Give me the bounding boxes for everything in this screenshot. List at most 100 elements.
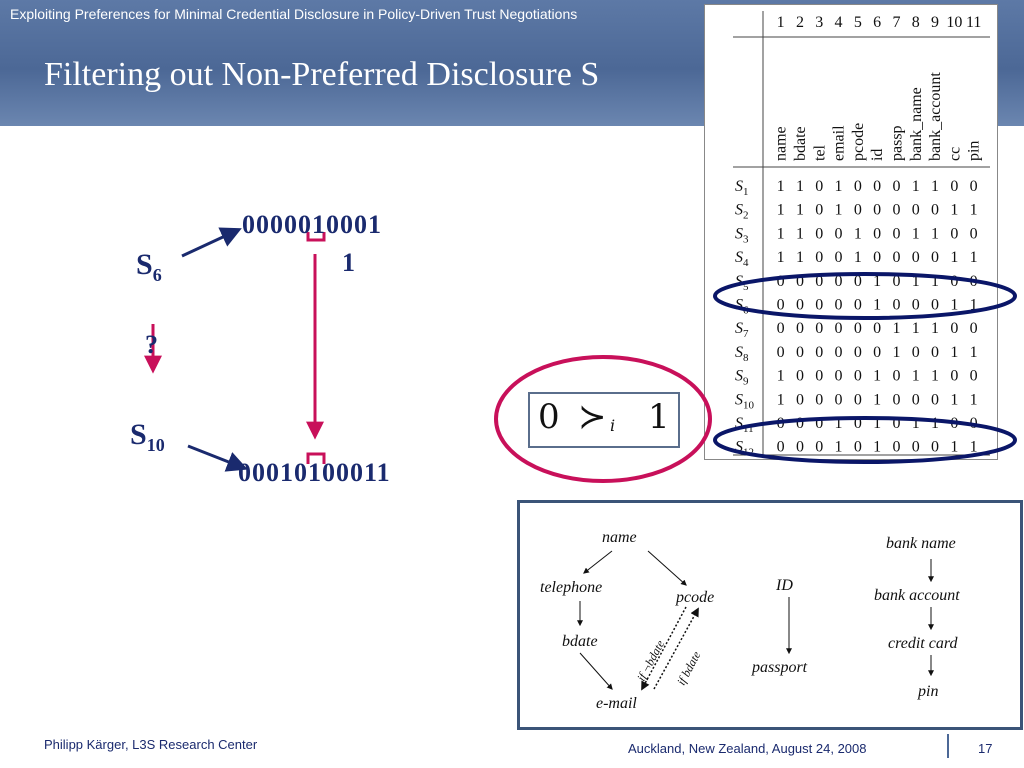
matrix-cell: 1 — [873, 368, 881, 385]
matrix-cell: 0 — [892, 297, 900, 314]
matrix-cell: 1 — [777, 202, 785, 219]
matrix-cell: 0 — [835, 225, 843, 242]
s6-bitstring: 0000010001 — [242, 210, 382, 239]
matrix-cell: 0 — [815, 225, 823, 242]
matrix-cell: 1 — [950, 391, 958, 408]
matrix-cell: 0 — [950, 368, 958, 385]
matrix-cell: 1 — [873, 297, 881, 314]
matrix-col-index: 6 — [873, 14, 881, 31]
matrix-row-label: S7 — [735, 320, 749, 340]
matrix-cell: 1 — [912, 415, 920, 432]
matrix-cell: 0 — [970, 368, 978, 385]
matrix-row-label: S11 — [735, 415, 754, 435]
matrix-cell: 1 — [950, 249, 958, 266]
matrix-col-index: 9 — [931, 14, 939, 31]
preference-relation-box: 0 ≻ i 1 — [528, 392, 680, 448]
matrix-cell: 0 — [815, 415, 823, 432]
node-pcode: pcode — [676, 589, 715, 606]
footer-venue: Auckland, New Zealand, August 24, 2008 — [628, 741, 867, 756]
matrix-cell: 0 — [835, 249, 843, 266]
matrix-cell: 1 — [777, 178, 785, 195]
matrix-cell: 0 — [892, 368, 900, 385]
matrix-cell: 0 — [892, 249, 900, 266]
matrix-cell: 0 — [950, 225, 958, 242]
matrix-cell: 1 — [931, 225, 939, 242]
matrix-cell: 0 — [815, 320, 823, 337]
matrix-col-index: 3 — [815, 14, 823, 31]
matrix-row-label: S1 — [735, 178, 749, 198]
matrix-cell: 1 — [970, 297, 978, 314]
matrix-cell: 0 — [835, 344, 843, 361]
bit-bracket-top — [306, 232, 326, 242]
matrix-col-name: bank_name — [908, 87, 925, 161]
matrix-col-name: bank_account — [927, 72, 944, 161]
edge-email-pcode-dotted — [653, 607, 699, 690]
matrix-col-index: 11 — [966, 14, 981, 31]
matrix-row-label: S2 — [735, 202, 749, 222]
matrix-cell: 0 — [796, 297, 804, 314]
edge-name-pcode — [647, 550, 687, 586]
matrix-cell: 0 — [835, 391, 843, 408]
matrix-cell: 1 — [931, 273, 939, 290]
s10-bitstring: 00010100011 — [238, 458, 391, 487]
matrix-cell: 0 — [815, 368, 823, 385]
matrix-cell: 0 — [854, 415, 862, 432]
node-telephone: telephone — [540, 579, 603, 596]
matrix-cell: 0 — [815, 344, 823, 361]
matrix-cell: 0 — [931, 391, 939, 408]
matrix-row-label: S10 — [735, 391, 755, 411]
matrix-cell: 0 — [854, 368, 862, 385]
matrix-col-name: pcode — [850, 123, 867, 161]
matrix-cell: 0 — [892, 225, 900, 242]
matrix-cell: 0 — [854, 297, 862, 314]
matrix-cell: 0 — [931, 344, 939, 361]
matrix-cell: 0 — [815, 249, 823, 266]
matrix-cell: 1 — [970, 202, 978, 219]
matrix-cell: 0 — [873, 344, 881, 361]
matrix-row-label: S4 — [735, 249, 749, 269]
matrix-cell: 0 — [835, 320, 843, 337]
matrix-col-index: 2 — [796, 14, 804, 31]
matrix-cell: 0 — [873, 202, 881, 219]
matrix-cell: 0 — [815, 391, 823, 408]
pref-relation-symbol: ≻ — [578, 397, 607, 437]
matrix-cell: 1 — [796, 249, 804, 266]
matrix-cell: 0 — [912, 202, 920, 219]
matrix-cell: 1 — [873, 391, 881, 408]
matrix-cell: 1 — [835, 415, 843, 432]
matrix-cell: 0 — [912, 439, 920, 456]
matrix-cell: 0 — [796, 344, 804, 361]
node-name: name — [602, 529, 637, 546]
matrix-cell: 1 — [777, 225, 785, 242]
matrix-cell: 0 — [815, 439, 823, 456]
graph-edges — [577, 550, 934, 691]
matrix-col-index: 4 — [835, 14, 843, 31]
matrix-cell: 1 — [796, 178, 804, 195]
matrix-cell: 0 — [931, 439, 939, 456]
page-number: 17 — [978, 741, 993, 756]
matrix-cell: 0 — [873, 249, 881, 266]
matrix-cell: 0 — [873, 320, 881, 337]
preference-highlight-ellipse — [494, 355, 712, 483]
matrix-cell: 1 — [950, 439, 958, 456]
matrix-cell: 0 — [892, 202, 900, 219]
matrix-cell: 1 — [931, 178, 939, 195]
s6-row-highlight — [713, 272, 1017, 320]
matrix-cell: 0 — [892, 415, 900, 432]
node-credit-card: credit card — [888, 635, 958, 652]
matrix-cell: 1 — [796, 225, 804, 242]
matrix-cell: 0 — [854, 439, 862, 456]
matrix-cell: 0 — [777, 297, 785, 314]
matrix-cell: 0 — [777, 344, 785, 361]
matrix-cell: 1 — [796, 202, 804, 219]
node-pin: pin — [918, 683, 939, 700]
node-bank-name: bank name — [886, 535, 956, 552]
matrix-row-label: S8 — [735, 344, 749, 364]
matrix-cell: 1 — [777, 249, 785, 266]
matrix-cell: 0 — [854, 320, 862, 337]
arrow-s6-to-bits — [181, 227, 242, 258]
matrix-cell: 1 — [835, 202, 843, 219]
matrix-col-name: email — [831, 125, 848, 161]
